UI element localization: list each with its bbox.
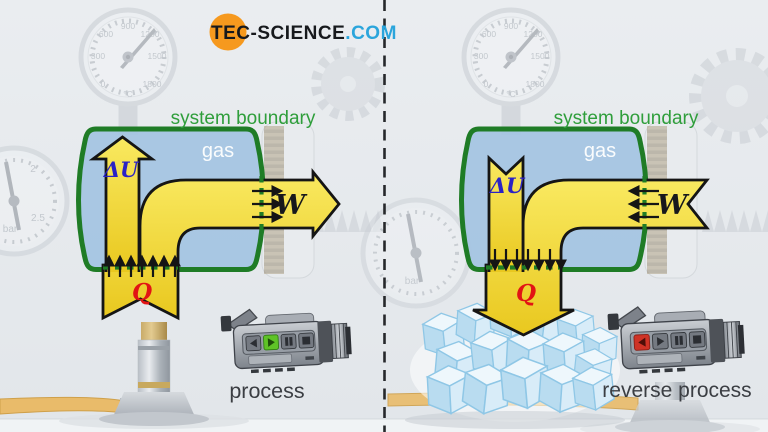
gas-hose (0, 396, 127, 415)
gauge-unit-label: bar (405, 276, 420, 287)
gauge-tick-label: 300 (91, 51, 105, 61)
process-caption: process (229, 379, 304, 403)
svg-text:TEC-SCIENCE.COM: TEC-SCIENCE.COM (211, 23, 397, 44)
camcorder-icon (607, 306, 745, 374)
heat-label: Q (516, 280, 536, 307)
camcorder-icon (220, 308, 352, 374)
gear-rack-icon (702, 210, 768, 232)
gauge-tick-label: 1500 (148, 51, 167, 61)
burner-base (112, 392, 196, 419)
pressure-gauge-icon: bar (360, 197, 472, 309)
gauge-tick-label: 900 (121, 21, 135, 31)
right-panel: 0 300 600 900 1200 1500 1800 °C bar (360, 7, 768, 432)
gauge-tick-label: 600 (482, 29, 496, 39)
bunsen-burner (59, 322, 249, 429)
work-label: W (657, 190, 690, 221)
heat-label: Q (132, 279, 152, 306)
work-label: W (275, 190, 308, 221)
ice-cubes (405, 290, 625, 429)
lens-hood (708, 318, 726, 363)
heat-crossing-arrows (488, 249, 568, 272)
gauge-unit-label: bar (3, 224, 18, 235)
heat-crossing-arrows (102, 254, 182, 277)
gear-icon (311, 47, 385, 121)
gear-icon (689, 48, 768, 144)
gas-label: gas (584, 140, 616, 162)
burner-base (628, 400, 712, 427)
gas-label: gas (202, 140, 234, 162)
gauge-tick-label: 900 (504, 21, 518, 31)
temperature-gauge-icon: 0 300 600 900 1200 1500 1800 °C (78, 7, 178, 135)
gauge-needle (406, 213, 423, 283)
gauge-tick-label: 2.5 (31, 213, 45, 224)
pause-button-icon (280, 333, 297, 350)
gauge-tick-label: 1800 (526, 79, 545, 89)
left-panel: 0 300 600 900 1200 1500 1800 °C 2 2.5 ba… (0, 7, 385, 429)
gauge-ticks (89, 18, 167, 96)
system-boundary-label: system boundary (171, 108, 316, 129)
delta-u-arrow (487, 154, 525, 272)
gauge-unit-label: °C (506, 89, 516, 99)
logo-orange-circle (209, 13, 247, 51)
gauge-stem (118, 99, 138, 135)
gauge-tick-label: 1500 (531, 51, 550, 61)
gauge-tick-label: 0 (101, 79, 106, 89)
gauge-tick-label: 300 (474, 51, 488, 61)
logo: TEC-SCIENCE.COM (209, 13, 397, 51)
temperature-gauge-icon: 0 300 600 900 1200 1500 1800 °C (461, 7, 561, 135)
gauge-tick-label: 600 (99, 29, 113, 39)
lens-hood (317, 320, 334, 363)
system-boundary-label: system boundary (554, 108, 699, 129)
delta-u-label: ΔU (489, 173, 526, 198)
logo-tld-text: .COM (345, 23, 397, 44)
gauge-tick-label: 1800 (143, 79, 162, 89)
delta-u-label: ΔU (103, 157, 140, 182)
delta-u-arrow (88, 135, 157, 272)
reverse-process-caption: reverse process (602, 379, 751, 402)
pressure-gauge-icon: 2 2.5 bar (0, 145, 70, 257)
gauge-unit-label: °C (123, 89, 133, 99)
gauge-tick-label: 2 (30, 164, 36, 175)
gauge-tick-label: 0 (484, 79, 489, 89)
logo-brand-text: TEC-SCIENCE (211, 23, 345, 44)
work-crossing-arrows (627, 184, 659, 224)
bunsen-burner (580, 382, 760, 432)
gauge-ticks (0, 158, 57, 244)
work-crossing-arrows (252, 184, 284, 224)
pause-button-icon (670, 332, 688, 349)
